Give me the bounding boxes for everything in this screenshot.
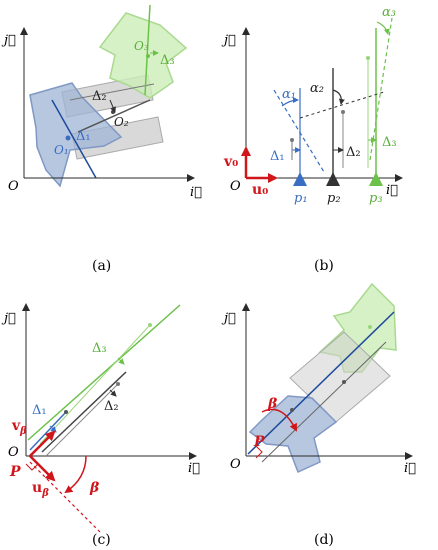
point-1	[290, 138, 294, 142]
dashed-alpha2	[299, 91, 385, 119]
label-alpha1: α₁	[282, 87, 296, 102]
label-delta2: Δ₂	[104, 399, 119, 414]
point-2	[341, 110, 345, 114]
gray-line-upper	[69, 83, 155, 101]
axis-label-j: j⃗	[221, 311, 236, 326]
axis-label-i: i⃗	[190, 185, 202, 200]
label-alpha2: α₂	[310, 81, 324, 96]
blue-arrow-shape	[248, 395, 338, 474]
delta1-line	[51, 99, 97, 179]
caption-d: (d)	[314, 532, 334, 548]
axis-label-i: i⃗	[386, 183, 398, 198]
panel-c: j⃗ i⃗ O Δ₃ Δ₂ Δ₁ vβ P uβ β (c)	[1, 303, 200, 548]
origin-label: O	[230, 179, 241, 194]
caption-b: (b)	[314, 258, 334, 274]
label-v0: v₀	[223, 154, 238, 170]
arc-alpha2	[332, 89, 345, 105]
caption-a: (a)	[92, 258, 111, 274]
axis-label-j: j⃗	[221, 33, 236, 48]
arc-beta	[64, 455, 87, 494]
origin-label: O	[8, 179, 19, 194]
axis-label-i: i⃗	[404, 461, 416, 476]
point-3	[366, 56, 370, 60]
diag-green	[27, 304, 181, 441]
point-gray	[342, 380, 346, 384]
panel-d: j⃗ i⃗ O β P (d)	[221, 282, 416, 548]
dashed-alpha3	[369, 17, 393, 161]
label-u-beta: uβ	[32, 480, 49, 499]
vector-v-beta	[29, 430, 56, 457]
delta3-distance-marker	[117, 357, 125, 365]
label-o2: O₂	[114, 115, 129, 129]
delta2-line	[77, 99, 151, 133]
diag-gray	[45, 383, 119, 457]
label-alpha3: α₃	[382, 5, 396, 20]
marker-p3	[369, 172, 383, 186]
label-P: P	[253, 434, 265, 450]
axis-label-i: i⃗	[188, 461, 200, 476]
point-blue	[64, 410, 68, 414]
label-o3: O₃	[134, 39, 149, 53]
point-o3	[146, 54, 150, 58]
label-delta1: Δ₁	[76, 129, 91, 144]
dashed-red-line	[29, 461, 101, 533]
diag-green-short	[39, 324, 151, 445]
green-arrow-shape	[98, 12, 188, 99]
label-delta3: Δ₃	[382, 135, 397, 150]
label-delta1: Δ₁	[32, 403, 47, 418]
label-u0: u₀	[252, 182, 268, 198]
arc-beta	[261, 408, 297, 432]
delta2-distance-marker	[109, 99, 116, 113]
dashed-alpha1	[273, 89, 325, 173]
label-delta1: Δ₁	[270, 149, 285, 164]
diag-dark	[41, 371, 127, 453]
label-p2: p₂	[327, 191, 341, 206]
label-p3: p₃	[369, 191, 383, 206]
vector-u-beta	[29, 455, 56, 482]
delta3-line	[144, 4, 151, 96]
marker-p1	[293, 172, 307, 186]
point-blue	[290, 408, 294, 412]
panel-b: j⃗ i⃗ O v₀ u₀ Δ₁ Δ₂ Δ₃ p₁ p₂ p₃ α₁ α₂ α₃…	[221, 5, 403, 274]
marker-p2	[326, 172, 340, 186]
diag-dark	[261, 341, 387, 463]
right-angle-marker	[25, 463, 39, 471]
point-o1	[65, 135, 71, 141]
label-delta2: Δ₂	[92, 89, 107, 104]
label-p1: p₁	[294, 191, 308, 206]
label-beta: β	[89, 480, 100, 496]
label-delta2: Δ₂	[346, 145, 361, 160]
diag-blue	[247, 311, 395, 455]
point-gray	[116, 382, 120, 386]
label-delta3: Δ₃	[160, 53, 175, 68]
label-o1: O₁	[54, 143, 69, 157]
blue-arrow-shape	[29, 82, 123, 188]
label-beta: β	[267, 396, 278, 412]
arc-alpha3	[376, 21, 390, 35]
panel-a: j⃗ i⃗ O O₁ Δ₁ Δ₂ O₂ O₃ Δ₃ (a)	[1, 4, 202, 274]
axis-label-j: j⃗	[1, 311, 16, 326]
origin-label: O	[8, 445, 19, 460]
point-green	[368, 325, 372, 329]
arc-alpha1	[281, 97, 299, 107]
label-delta3: Δ₃	[92, 341, 107, 356]
label-P: P	[9, 464, 21, 480]
delta2-distance-marker	[109, 389, 117, 397]
right-angle-marker	[255, 445, 263, 459]
axis-label-j: j⃗	[1, 33, 16, 48]
label-v-beta: vβ	[11, 418, 27, 437]
caption-c: (c)	[92, 532, 111, 548]
origin-label: O	[230, 457, 241, 472]
point-green	[148, 323, 152, 327]
